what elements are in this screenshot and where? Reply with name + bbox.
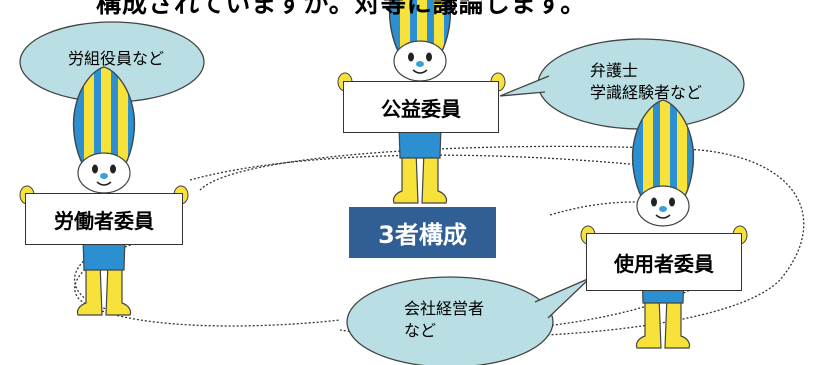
bubble-public-line-1: 弁護士 <box>590 61 639 80</box>
sign-employer-label: 使用者委員 <box>614 251 714 276</box>
mascot-labor <box>74 65 135 315</box>
bubble-employer <box>346 276 591 365</box>
three-party-label: 3者構成 <box>349 207 496 258</box>
sign-public-label: 公益委員 <box>381 96 461 121</box>
bubble-employer-line-1: 会社経営者 <box>404 299 485 318</box>
bubble-employer-line-2: など <box>404 321 437 340</box>
bubble-public-line-2: 学識経験者など <box>590 83 703 102</box>
mascot-employer <box>633 98 694 348</box>
sign-employer-member: 使用者委員 <box>586 233 742 291</box>
bubble-public <box>499 38 745 130</box>
sign-labor-label: 労働者委員 <box>54 208 154 233</box>
heading-text: 構成されていますか。対等に議論します。 <box>96 0 587 18</box>
sign-public-member: 公益委員 <box>343 81 499 133</box>
three-party-text: 3者構成 <box>378 221 467 249</box>
sign-labor-member: 労働者委員 <box>25 193 183 245</box>
bubble-labor-line-1: 労組役員など <box>68 49 165 68</box>
